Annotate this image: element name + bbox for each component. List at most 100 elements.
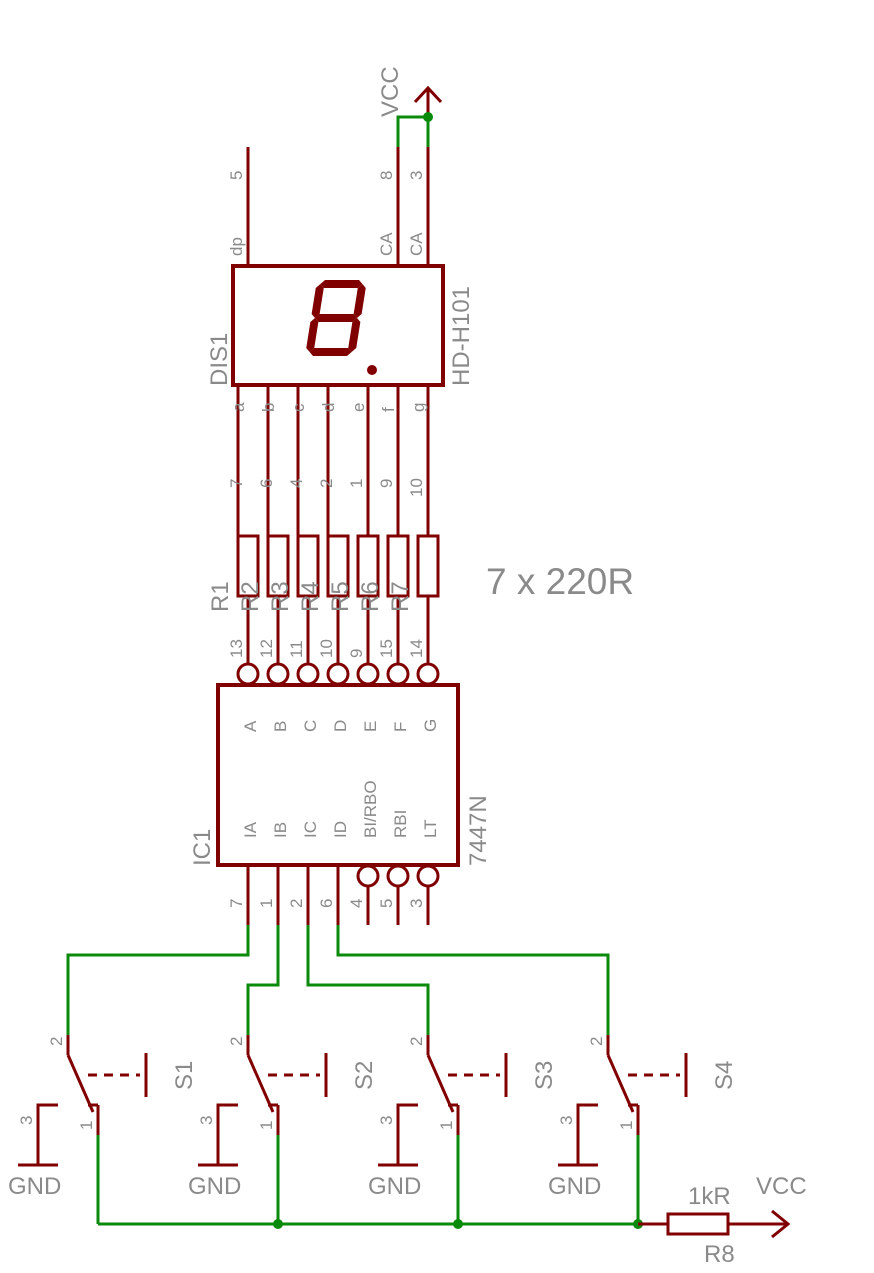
switch-pin-num: 2 xyxy=(407,1037,426,1046)
gnd-label: GND xyxy=(8,1173,61,1200)
segment-pin-num: 10 xyxy=(407,478,426,497)
switch-s2 xyxy=(198,1035,328,1167)
display-pin-num: 5 xyxy=(227,171,246,180)
ic-pin-num: 15 xyxy=(377,639,396,658)
segment-pin-num: 7 xyxy=(227,479,246,488)
switch-pin-num: 1 xyxy=(257,1121,276,1130)
segment-pin-name: a xyxy=(229,402,248,412)
decoder-part: 7447N xyxy=(465,795,492,866)
vcc-arrow-icon xyxy=(771,1209,791,1239)
ic-pin-name: A xyxy=(241,720,260,732)
pullup-ref: R8 xyxy=(704,1241,735,1268)
gnd-label: GND xyxy=(368,1173,421,1200)
resistor-ref: R4 xyxy=(297,581,324,612)
ic-pin-name: B xyxy=(271,721,290,732)
ic-pin-num: 1 xyxy=(257,899,276,908)
ic-pin-name: C xyxy=(301,720,320,732)
ic-pin-name: IA xyxy=(241,821,260,838)
segment-pin-name: f xyxy=(379,407,398,412)
resistor-ref: R1 xyxy=(207,581,234,612)
gnd-label: GND xyxy=(548,1173,601,1200)
ic-pin-name: ID xyxy=(331,821,350,838)
segment-pin-name: e xyxy=(349,403,368,412)
display-dis1: 5 8 3 dp CA CA DIS1 HD-H101 xyxy=(206,147,475,536)
switch-pin-num: 3 xyxy=(197,1116,216,1125)
ic-pin-name: RBI xyxy=(391,810,410,838)
segment-pin-name: b xyxy=(259,403,278,412)
ic-pin-name: BI/RBO xyxy=(361,780,380,838)
switch-pin-num: 3 xyxy=(557,1116,576,1125)
ic-pin-num: 14 xyxy=(407,639,426,658)
pullup-r8: 1kR R8 VCC xyxy=(638,1173,807,1268)
ic-pin-num: 12 xyxy=(257,639,276,658)
switch-pin-num: 3 xyxy=(17,1116,36,1125)
vcc-supply-top: VCC xyxy=(377,66,443,147)
switch-ref: S1 xyxy=(171,1061,198,1090)
ic-pin-num: 3 xyxy=(407,899,426,908)
resistor-ref: R5 xyxy=(327,581,354,612)
display-pin-name: CA xyxy=(407,232,426,256)
ic-pin-num: 11 xyxy=(287,640,306,658)
switch-pin-num: 1 xyxy=(77,1121,96,1130)
ic-pin-num: 7 xyxy=(227,899,246,908)
ic-pin-num: 5 xyxy=(377,899,396,908)
ic-pin-num: 10 xyxy=(317,639,336,658)
resistor-array: R1 R2 R3 R4 R5 R6 R7 7 x 220R xyxy=(207,534,634,664)
switch-s3 xyxy=(378,1035,508,1167)
junction-dot xyxy=(453,1219,463,1229)
segment-pin-num: 9 xyxy=(377,479,396,488)
resistor-ref: R6 xyxy=(357,581,384,612)
segment-pin-name: g xyxy=(409,403,428,412)
switch-ref: S2 xyxy=(351,1061,378,1090)
gnd-label: GND xyxy=(188,1173,241,1200)
segment-pin-num: 1 xyxy=(347,479,366,488)
decoder-ic1: 13 12 11 10 9 15 14 A B C D E F G IA IB … xyxy=(189,639,492,925)
junction-dots xyxy=(273,1219,643,1229)
segment-pin-name: c xyxy=(289,403,308,412)
resistor-ref: R7 xyxy=(387,581,414,612)
segment-pin-num: 2 xyxy=(317,479,336,488)
input-wires xyxy=(66,925,668,1226)
switch-pin-num: 1 xyxy=(617,1121,636,1130)
resistor-ref: R3 xyxy=(267,581,294,612)
switch-pin-num: 3 xyxy=(377,1116,396,1125)
pullup-value: 1kR xyxy=(688,1183,731,1210)
resistor-value-note: 7 x 220R xyxy=(486,561,634,602)
segment-pin-num: 6 xyxy=(257,479,276,488)
ic-pin-name: IC xyxy=(301,821,320,838)
ic-pin-num: 9 xyxy=(347,649,366,658)
ic-pin-name: D xyxy=(331,720,350,732)
decimal-point-icon xyxy=(367,365,377,375)
display-pin-name: CA xyxy=(377,232,396,256)
decoder-ref: IC1 xyxy=(189,829,216,866)
display-part: HD-H101 xyxy=(448,286,475,386)
display-body xyxy=(231,264,445,387)
resistor-r7 xyxy=(416,534,440,598)
vcc-label-top: VCC xyxy=(377,66,404,117)
seven-segment-digit-icon xyxy=(306,280,366,356)
switch-pin-num: 2 xyxy=(47,1037,66,1046)
ic-pin-name: E xyxy=(361,721,380,732)
switch-s4 xyxy=(558,1035,688,1167)
segment-pin-num: 4 xyxy=(287,479,306,488)
resistor-r8 xyxy=(666,1212,730,1236)
junction-dot xyxy=(273,1219,283,1229)
segment-pin-name: d xyxy=(319,403,338,412)
display-pin-name: dp xyxy=(227,237,246,256)
resistor-ref: R2 xyxy=(237,581,264,612)
vcc-label-right: VCC xyxy=(756,1173,807,1200)
switch-s1 xyxy=(18,1035,148,1167)
switch-pin-num: 2 xyxy=(587,1037,606,1046)
ic-pin-name: LT xyxy=(421,819,440,838)
switch-ref: S3 xyxy=(531,1061,558,1090)
ic-pin-num: 13 xyxy=(227,639,246,658)
ic-pin-num: 6 xyxy=(317,899,336,908)
ic-pin-name: IB xyxy=(271,822,290,838)
ic-pin-num: 2 xyxy=(287,899,306,908)
display-ref: DIS1 xyxy=(206,333,233,386)
ic-pin-num: 4 xyxy=(347,899,366,908)
switch-pin-num: 2 xyxy=(227,1037,246,1046)
ic-pin-name: F xyxy=(391,722,410,732)
ic-pin-name: G xyxy=(421,719,440,732)
